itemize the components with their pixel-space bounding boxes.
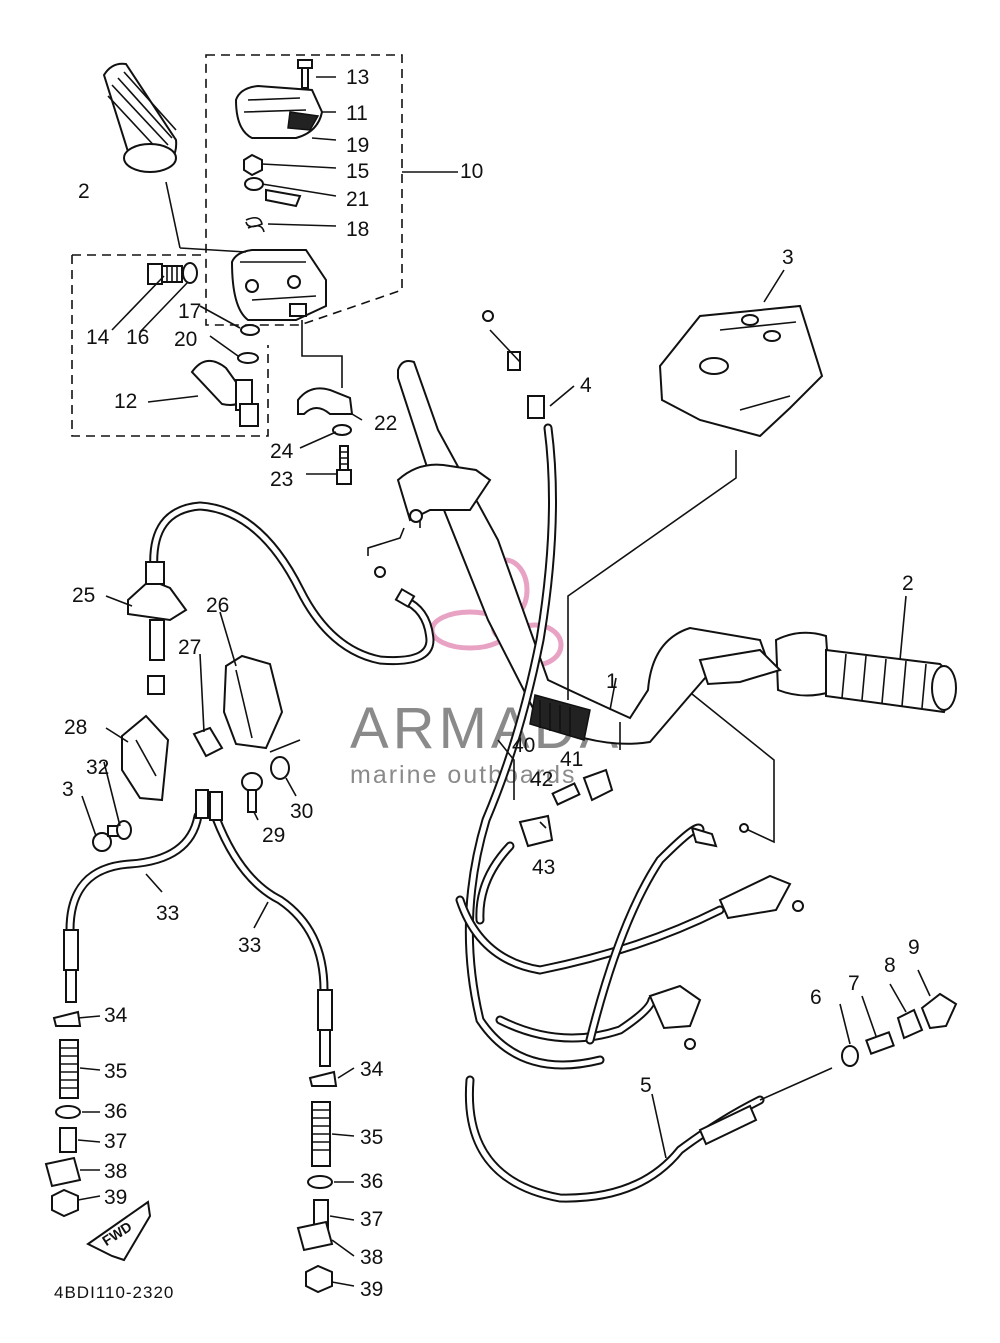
callout-35-right: 35 bbox=[360, 1126, 383, 1149]
stack-left bbox=[44, 1010, 82, 1218]
callout-28: 28 bbox=[64, 716, 87, 739]
box-26 bbox=[222, 654, 284, 750]
callout-22: 22 bbox=[374, 412, 397, 435]
switch-housing bbox=[230, 249, 327, 321]
callout-26: 26 bbox=[206, 594, 229, 617]
callout-33-right: 33 bbox=[238, 934, 261, 957]
callout-37-right: 37 bbox=[360, 1208, 383, 1231]
callout-labels: 1 2 2 3 3 4 5 6 7 8 9 10 11 12 13 14 15 … bbox=[62, 66, 920, 1301]
part-9 bbox=[920, 992, 958, 1030]
washer-21 bbox=[244, 177, 302, 208]
washer-30 bbox=[270, 756, 290, 780]
leader-lines bbox=[77, 76, 931, 1287]
cover-3 bbox=[658, 304, 824, 438]
callout-18: 18 bbox=[346, 218, 369, 241]
right-grip bbox=[774, 631, 957, 714]
callout-34-right: 34 bbox=[360, 1058, 384, 1081]
spring-18 bbox=[245, 216, 265, 233]
cable-5 bbox=[464, 1067, 833, 1203]
cable-33-right bbox=[209, 791, 333, 1067]
callout-30: 30 bbox=[290, 800, 313, 823]
nut-15 bbox=[243, 153, 263, 177]
screw-13 bbox=[297, 59, 313, 89]
washer-20 bbox=[237, 352, 259, 364]
callout-29: 29 bbox=[262, 824, 285, 847]
callout-6: 6 bbox=[810, 986, 822, 1009]
callout-38-left: 38 bbox=[104, 1160, 127, 1183]
callout-9: 9 bbox=[908, 936, 920, 959]
switch-cover bbox=[234, 84, 324, 139]
callout-7: 7 bbox=[848, 972, 860, 995]
washer-24 bbox=[332, 424, 352, 436]
callout-16: 16 bbox=[126, 326, 149, 349]
callout-36-right: 36 bbox=[360, 1170, 383, 1193]
callout-4: 4 bbox=[580, 374, 592, 397]
callout-23: 23 bbox=[270, 468, 293, 491]
callout-35-left: 35 bbox=[104, 1060, 127, 1083]
drawing-code: 4BDI110-2320 bbox=[54, 1283, 174, 1302]
cable-cluster-right bbox=[455, 823, 804, 1050]
callout-2-right: 2 bbox=[902, 572, 914, 595]
callout-8: 8 bbox=[884, 954, 896, 977]
throttle-lever-12 bbox=[190, 360, 259, 427]
watermark-tagline: marine outboards bbox=[350, 761, 577, 789]
clamp-22 bbox=[297, 387, 354, 415]
callout-40: 40 bbox=[512, 734, 535, 757]
callout-17: 17 bbox=[178, 300, 201, 323]
callout-27: 27 bbox=[178, 636, 201, 659]
callout-25: 25 bbox=[72, 584, 95, 607]
plate-28 bbox=[121, 714, 170, 802]
handlebar-1 bbox=[396, 360, 772, 745]
cable-holder-25 bbox=[127, 561, 188, 695]
callout-24: 24 bbox=[270, 440, 294, 463]
spring-7 bbox=[865, 1031, 895, 1055]
left-grip bbox=[102, 62, 178, 173]
parts-40-43 bbox=[475, 768, 614, 925]
bolt-23 bbox=[336, 445, 352, 485]
callout-39-right: 39 bbox=[360, 1278, 383, 1301]
stack-right bbox=[296, 1070, 338, 1294]
small-fasteners bbox=[374, 509, 749, 833]
callout-13: 13 bbox=[346, 66, 369, 89]
callout-43: 43 bbox=[532, 856, 555, 879]
assembly-box-switch bbox=[71, 254, 269, 437]
callout-39-left: 39 bbox=[104, 1186, 127, 1209]
callout-33-left: 33 bbox=[156, 902, 179, 925]
cable-33-left bbox=[63, 789, 209, 1003]
callout-10: 10 bbox=[460, 160, 483, 183]
lever-bracket-right bbox=[698, 648, 782, 686]
callout-3-screw: 3 bbox=[62, 778, 74, 801]
callout-36-left: 36 bbox=[104, 1100, 127, 1123]
callout-20: 20 bbox=[174, 328, 197, 351]
bracket-27 bbox=[192, 726, 224, 758]
cable-4 bbox=[464, 310, 605, 1070]
assembly-box-10 bbox=[205, 54, 403, 326]
callout-5: 5 bbox=[640, 1074, 652, 1097]
callout-19: 19 bbox=[346, 134, 369, 157]
callout-34-left: 34 bbox=[104, 1004, 128, 1027]
part-8 bbox=[896, 1008, 924, 1040]
callout-41: 41 bbox=[560, 748, 583, 771]
fwd-arrow-icon: FWD bbox=[86, 1200, 152, 1262]
washer-17 bbox=[240, 324, 260, 336]
screw-14 bbox=[147, 263, 183, 285]
callout-32: 32 bbox=[86, 756, 109, 779]
callout-3-cover: 3 bbox=[782, 246, 794, 269]
callout-15: 15 bbox=[346, 160, 369, 183]
callout-2-left: 2 bbox=[78, 180, 90, 203]
screw-29 bbox=[241, 772, 263, 813]
callout-12: 12 bbox=[114, 390, 137, 413]
callout-38-right: 38 bbox=[360, 1246, 383, 1269]
callout-37-left: 37 bbox=[104, 1130, 127, 1153]
callout-14: 14 bbox=[86, 326, 110, 349]
callout-11: 11 bbox=[346, 102, 368, 125]
callout-21: 21 bbox=[346, 188, 369, 211]
nut-16 bbox=[182, 262, 198, 284]
washer-6 bbox=[841, 1045, 859, 1067]
cable-loop-25 bbox=[149, 501, 435, 666]
callout-1: 1 bbox=[606, 670, 618, 693]
callout-42: 42 bbox=[530, 768, 553, 791]
